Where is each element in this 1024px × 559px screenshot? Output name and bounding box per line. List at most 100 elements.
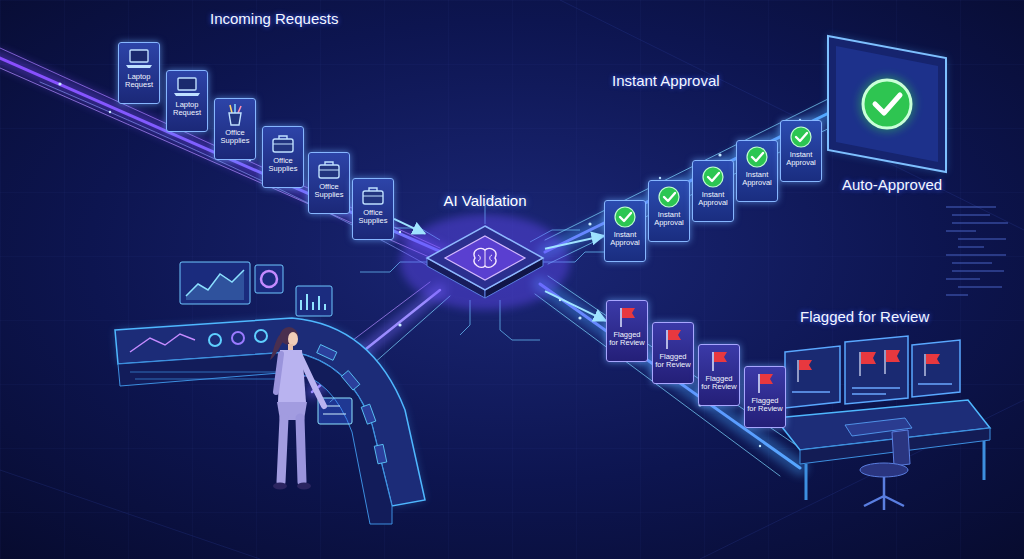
operator-figure	[270, 327, 324, 490]
chip-glow	[400, 214, 570, 310]
chip-outline	[427, 226, 543, 290]
check-icon	[740, 145, 774, 169]
flag-icon	[702, 349, 736, 373]
review-workstation	[785, 346, 840, 408]
check-icon	[791, 127, 811, 147]
code-lines	[952, 214, 990, 216]
request-card: Flagged for Review	[606, 300, 648, 362]
connectors	[394, 219, 606, 321]
approval-screen	[828, 36, 946, 172]
review-workstation	[797, 360, 798, 382]
section-label: Flagged for Review	[800, 308, 929, 325]
code-lines	[952, 222, 1008, 224]
card-label: Office Supplies	[311, 183, 347, 200]
request-card: Office Supplies	[352, 178, 394, 240]
request-card: Instant Approval	[780, 120, 822, 182]
hologram-screens	[180, 262, 250, 304]
operator-console	[118, 352, 392, 524]
hologram-screens	[296, 286, 332, 316]
chip-outline	[425, 222, 545, 302]
card-label: Laptop Request	[169, 101, 205, 118]
review-workstation	[799, 360, 812, 370]
flag-icon	[748, 371, 782, 395]
card-label: Flagged for Review	[609, 331, 645, 348]
particles	[759, 445, 761, 447]
code-lines	[946, 206, 1008, 296]
particles	[398, 323, 401, 326]
review-workstation	[861, 352, 876, 364]
operator-console	[361, 404, 376, 424]
request-card: Instant Approval	[736, 140, 778, 202]
light-beams	[40, 82, 432, 268]
operator-figure	[288, 332, 298, 346]
case-icon	[363, 191, 383, 204]
operator-figure	[300, 418, 302, 482]
card-label: Instant Approval	[651, 211, 687, 228]
review-workstation	[912, 340, 960, 397]
operator-figure	[300, 356, 324, 406]
light-beams	[0, 58, 455, 258]
card-label: Flagged for Review	[747, 397, 783, 414]
cup-icon	[229, 113, 241, 125]
case-icon	[319, 165, 339, 178]
card-label: Flagged for Review	[701, 375, 737, 392]
approval-screen	[859, 76, 915, 132]
approval-screen	[828, 36, 946, 172]
check-icon	[652, 185, 686, 209]
review-workstation	[859, 352, 860, 376]
particles	[399, 231, 401, 233]
flag-icon	[668, 330, 681, 340]
operator-console	[232, 332, 244, 344]
check-icon	[752, 153, 763, 161]
flag-icon	[666, 330, 668, 349]
hologram-screens	[186, 270, 244, 300]
request-card: Flagged for Review	[698, 344, 740, 406]
laptop-icon	[170, 75, 204, 99]
cup-icon	[238, 106, 241, 113]
check-icon	[708, 173, 719, 181]
light-beams	[0, 48, 838, 476]
operator-console	[255, 330, 267, 342]
code-lines	[946, 230, 976, 232]
request-card: Office Supplies	[308, 152, 350, 214]
flag-icon	[760, 374, 773, 384]
request-card: Instant Approval	[648, 180, 690, 242]
request-card: Office Supplies	[214, 98, 256, 160]
section-label: Auto-Approved	[842, 176, 942, 193]
particles	[58, 82, 801, 447]
ai-chip: AI Validation	[425, 222, 545, 302]
code-lines	[958, 246, 984, 248]
flow-connector	[545, 236, 604, 249]
laptop-icon	[122, 47, 156, 71]
card-label: Laptop Request	[121, 73, 157, 90]
card-label: Office Supplies	[265, 157, 301, 174]
operator-figure	[297, 483, 311, 490]
review-workstation	[924, 354, 925, 376]
operator-console	[374, 444, 387, 463]
card-label: Instant Approval	[607, 231, 643, 248]
operator-figure	[276, 354, 281, 392]
particles	[109, 111, 111, 113]
code-lines	[958, 238, 1006, 240]
light-beams	[545, 110, 835, 252]
flag-icon	[758, 374, 760, 393]
flag-icon	[620, 308, 622, 327]
particles	[659, 177, 661, 179]
flag-icon	[712, 352, 714, 371]
light-beams	[0, 48, 440, 248]
laptop-icon	[130, 50, 148, 62]
case-icon	[363, 196, 383, 197]
approval-screen	[863, 80, 911, 128]
flow-connector	[545, 291, 606, 321]
case-icon	[273, 144, 293, 145]
check-icon	[664, 193, 675, 201]
check-icon	[659, 187, 679, 207]
hologram-screens	[261, 271, 277, 287]
light-beams	[0, 58, 455, 258]
cup-icon	[218, 103, 252, 127]
operator-figure	[281, 418, 284, 482]
check-icon	[608, 205, 642, 229]
